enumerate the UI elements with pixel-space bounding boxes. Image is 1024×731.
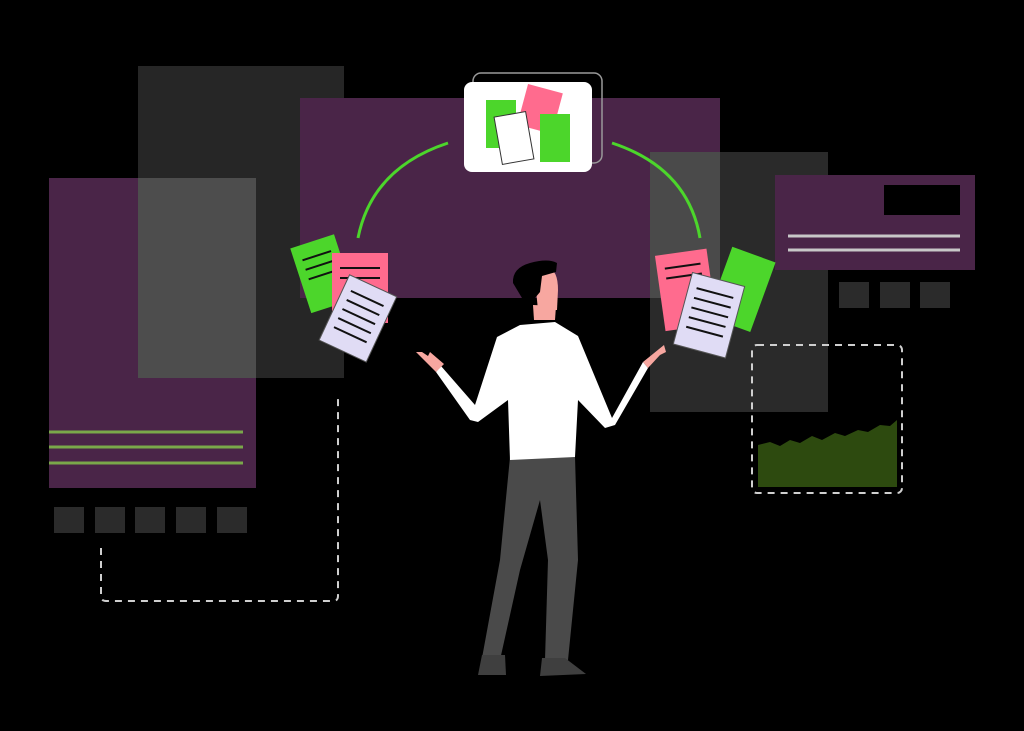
left-panel-lines — [49, 430, 243, 465]
shirt — [436, 322, 648, 460]
left-thumbnails — [54, 507, 247, 533]
document-icon — [654, 246, 776, 359]
left-dashed-connector — [100, 395, 339, 602]
pants — [482, 457, 578, 660]
area-chart-graphic — [758, 420, 897, 487]
right-hand — [643, 345, 666, 368]
shoes — [478, 655, 586, 676]
hair — [512, 260, 557, 298]
right-card-lines — [788, 234, 960, 252]
left-overlap-panel — [138, 178, 256, 378]
right-thumbnails — [839, 282, 950, 308]
right-card-black-box — [884, 185, 960, 215]
left-arc — [356, 141, 449, 239]
left-hand — [416, 352, 444, 372]
document-stack-icon — [464, 82, 592, 172]
person-figure — [416, 260, 666, 676]
right-arc — [611, 141, 702, 239]
document-icon — [290, 234, 398, 363]
right-dashed-box — [751, 344, 903, 494]
